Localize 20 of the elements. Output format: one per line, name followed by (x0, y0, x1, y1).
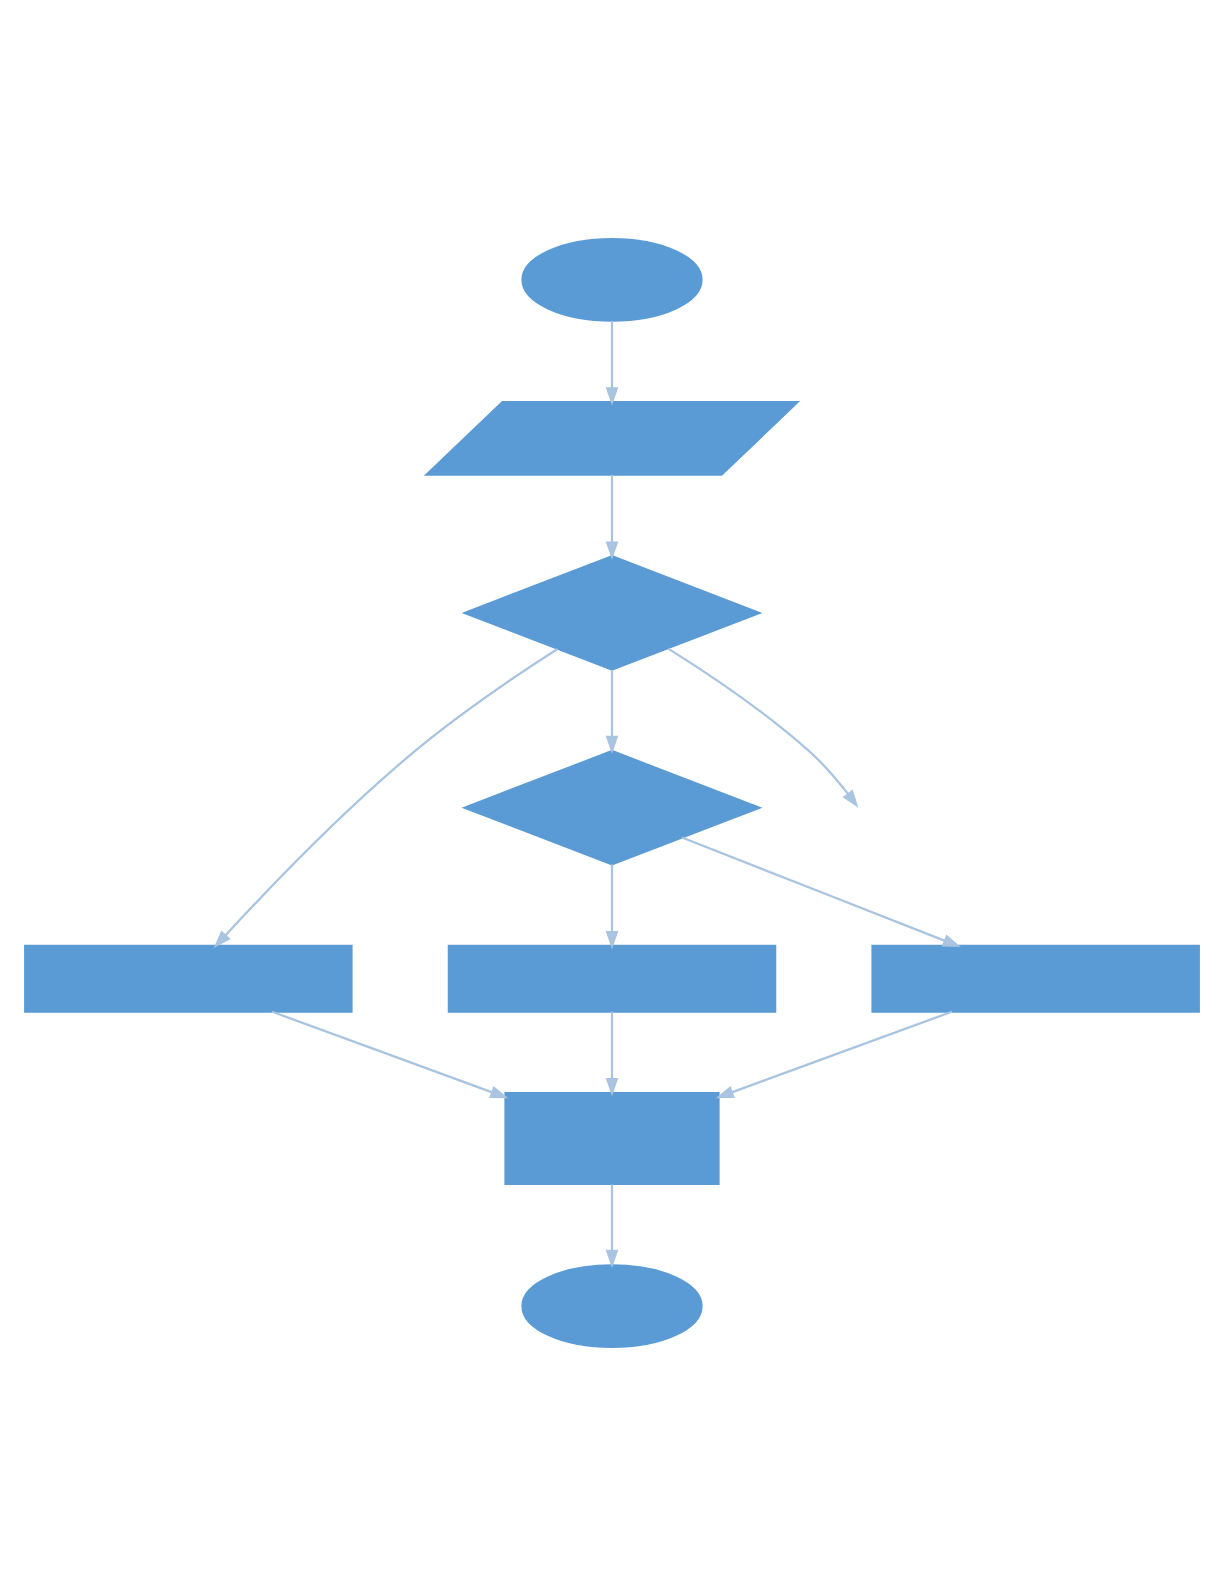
node-box (24, 943, 353, 1012)
arrow (605, 474, 619, 559)
node-box (447, 943, 777, 1012)
node-diamond (461, 554, 763, 670)
arrow (681, 835, 961, 947)
arrow (213, 647, 559, 948)
arrow (605, 863, 619, 949)
node-ellipse (521, 1263, 703, 1348)
node-diamond (461, 748, 763, 865)
arrow (667, 646, 859, 807)
arrow (605, 669, 619, 753)
arrow (715, 1009, 953, 1098)
node-box (871, 943, 1200, 1012)
node-parallelogram (423, 400, 801, 475)
arrow (605, 1010, 619, 1096)
arrow (605, 320, 619, 405)
node-document (504, 1091, 720, 1184)
arrow (271, 1009, 509, 1098)
node-ellipse (521, 236, 703, 321)
arrow (605, 1183, 619, 1267)
